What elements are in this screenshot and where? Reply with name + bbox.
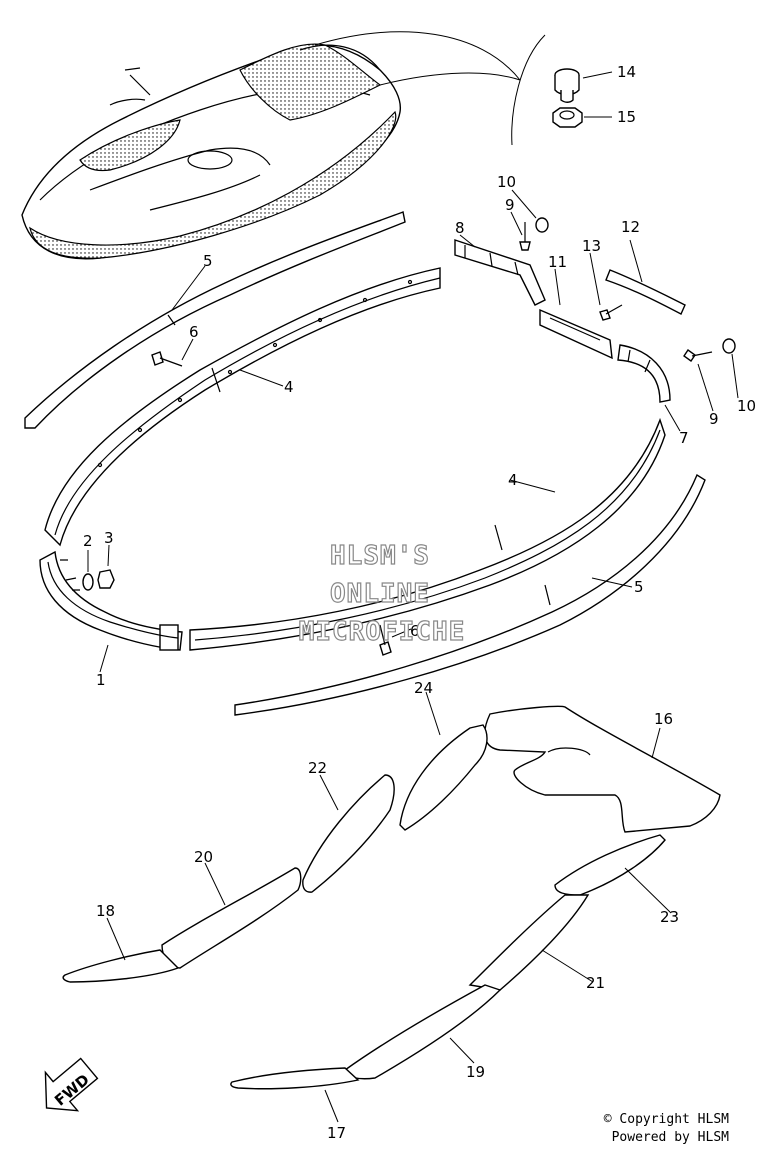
nut-part-3 [97,569,115,589]
callout-18: 18 [96,902,115,920]
watercraft-overview [21,43,402,260]
callout-15: 15 [617,108,636,126]
callout-12: 12 [621,218,640,236]
screw-part-6-lower [379,624,392,656]
callout-8: 8 [455,219,465,237]
callout-5-upper: 5 [203,252,213,270]
callout-9-right: 9 [709,410,719,428]
callout-4-lower: 4 [508,471,518,489]
moulding-holes [97,279,413,468]
rivet-part-9-right [683,349,713,362]
nut-part-10-upper [535,217,549,233]
callout-5-lower: 5 [634,578,644,596]
rivet-part-9-upper [519,222,531,251]
callout-9-upper: 9 [505,196,515,214]
callout-4-upper: 4 [284,378,294,396]
rub-rail-upper-part-5 [24,211,406,429]
mat-part-18 [62,949,180,983]
trim-part-12 [605,269,686,315]
watermark: HLSM'S ONLINE MICROFICHE [298,540,466,647]
mat-part-17 [230,1067,360,1090]
callout-17: 17 [327,1124,346,1142]
callout-11: 11 [548,253,567,271]
mat-part-16 [484,705,721,833]
callout-10-upper: 10 [497,173,516,191]
callout-22: 22 [308,759,327,777]
callout-7: 7 [679,429,689,447]
fwd-arrow-icon: FWD [44,1057,99,1112]
callout-16: 16 [654,710,673,728]
watermark-line-3: MICROFICHE [299,617,466,647]
mat-part-23 [554,834,666,896]
callout-6-upper: 6 [189,323,199,341]
leader-lines [87,71,739,1123]
powered-by-text: Powered by HLSM [611,1130,729,1145]
callout-labels: 1 2 3 4 4 5 5 6 6 7 8 9 9 10 10 11 12 13… [83,63,756,1142]
rivet-part-13 [599,304,623,321]
rub-rail-lower-part-5 [234,473,706,716]
mat-part-21 [468,894,590,991]
mat-part-20 [161,867,302,969]
stern-moulding-part-11 [539,308,613,360]
callout-2: 2 [83,532,93,550]
watermark-line-2: ONLINE [330,579,430,609]
callout-14: 14 [617,63,636,81]
callout-23: 23 [660,908,679,926]
screw-part-6-upper [151,351,183,367]
cap-nut-part-14 [554,68,580,103]
callout-20: 20 [194,848,213,866]
callout-10-right: 10 [737,397,756,415]
callout-13: 13 [582,237,601,255]
copyright-text: © Copyright HLSM [603,1112,729,1127]
watermark-line-1: HLSM'S [330,541,430,571]
callout-21: 21 [586,974,605,992]
callout-1: 1 [96,671,106,689]
washer-part-2 [82,573,94,591]
mat-part-19 [344,984,502,1080]
gunwale-moulding-right-part-4 [189,417,666,651]
callout-24: 24 [414,679,433,697]
callout-19: 19 [466,1063,485,1081]
mat-part-22 [302,774,395,893]
callout-3: 3 [104,529,114,547]
mat-part-24 [399,724,488,831]
gunwale-moulding-left-part-4 [44,267,441,547]
callout-6-lower: 6 [410,622,420,640]
stern-corner-part-8 [454,239,546,306]
stern-corner-part-7 [617,344,671,403]
nut-part-15 [552,107,583,128]
nut-part-10-right [722,338,736,354]
